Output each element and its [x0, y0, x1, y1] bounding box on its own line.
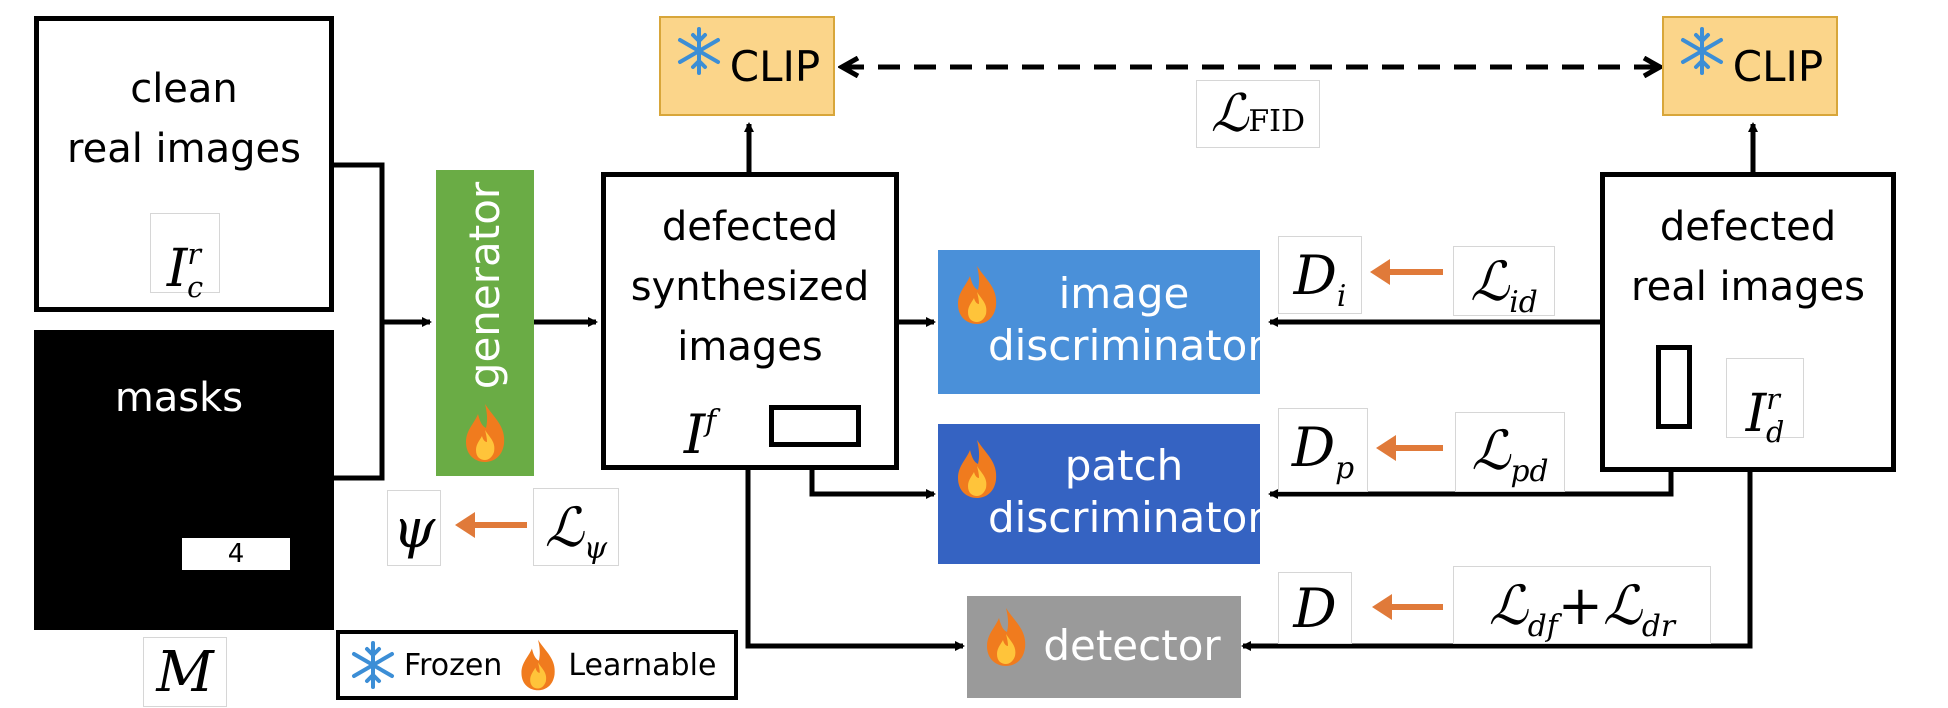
- clip-right-label: CLIP: [1732, 41, 1824, 91]
- psi-param: ψ: [387, 490, 441, 566]
- detector-label: detector: [1043, 621, 1221, 670]
- mask-symbol: M: [143, 637, 227, 707]
- defected-synthesized-images-box: defected synthesized images: [601, 172, 899, 470]
- patch-disc-flame-icon: [958, 440, 997, 498]
- di-symbol: Di: [1278, 236, 1362, 314]
- image-discriminator-block: image discriminator: [938, 250, 1265, 394]
- snowflake-icon: [352, 641, 394, 689]
- mask-value-label: 4: [182, 538, 290, 570]
- generator-flame-icon: [466, 404, 505, 462]
- lid-loss: ℒid: [1453, 246, 1555, 320]
- flame-icon: [521, 639, 556, 691]
- masks-box: masks 4: [34, 330, 334, 630]
- real-symbol: Ird: [1726, 358, 1804, 449]
- d-symbol: D: [1278, 572, 1352, 644]
- snowflake-icon: [1680, 27, 1723, 75]
- detector-block: detector: [967, 596, 1241, 698]
- defected-real-images-label: defected real images: [1631, 204, 1865, 310]
- clip-left-label: CLIP: [729, 41, 821, 91]
- fid-loss: ℒFID: [1196, 80, 1320, 148]
- clip-right: CLIP: [1662, 16, 1838, 116]
- legend-frozen-label: Frozen: [404, 647, 503, 683]
- legend: Frozen Learnable: [336, 630, 738, 700]
- clean-real-images-label: clean real images: [67, 66, 301, 172]
- masks-label: masks: [114, 375, 244, 421]
- ldf-ldr-loss: ℒdf+ℒdr: [1453, 566, 1711, 644]
- generator-label: generator: [460, 181, 510, 389]
- synth-patch: [769, 405, 861, 447]
- clip-left: CLIP: [659, 16, 835, 116]
- detector-flame-icon: [987, 608, 1026, 666]
- image-disc-flame-icon: [958, 266, 997, 324]
- real-patch: [1656, 345, 1692, 429]
- patch-discriminator-label: patch discriminator: [988, 441, 1265, 542]
- legend-learnable-label: Learnable: [568, 647, 717, 683]
- defected-real-images-box: defected real images: [1600, 172, 1896, 472]
- clean-images-symbol: Irc: [150, 213, 220, 304]
- defected-synthesized-images-label: defected synthesized images: [630, 204, 870, 370]
- synth-symbol: If: [683, 403, 717, 466]
- input-bracket: [332, 162, 385, 481]
- psi-loss: ℒψ: [533, 488, 619, 566]
- arrow-synth-to-detector: [745, 470, 965, 651]
- generator-block: generator: [436, 170, 534, 476]
- lpd-loss: ℒpd: [1455, 412, 1565, 492]
- patch-discriminator-block: patch discriminator: [938, 424, 1265, 564]
- image-discriminator-label: image discriminator: [988, 269, 1265, 370]
- arrow-real-to-detector: [1241, 470, 1753, 651]
- dp-symbol: Dp: [1278, 408, 1368, 492]
- snowflake-icon: [677, 27, 720, 75]
